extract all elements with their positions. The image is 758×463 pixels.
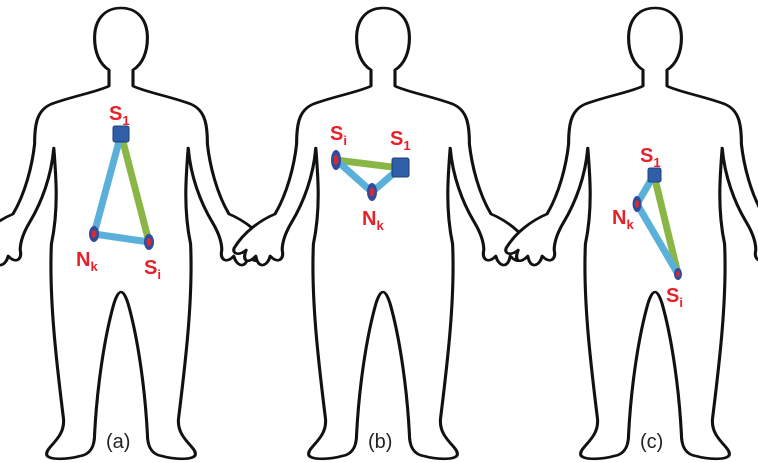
panel-b: S1 Si Nk (b) bbox=[234, 8, 533, 459]
sensor-s1 bbox=[392, 158, 409, 177]
sensor-s1 bbox=[648, 168, 661, 182]
sensor-si-center bbox=[676, 271, 680, 277]
panel-caption: (b) bbox=[368, 431, 392, 453]
node-nk-center bbox=[92, 230, 97, 238]
node-nk-center bbox=[370, 188, 375, 197]
sensor-si-center bbox=[334, 155, 339, 165]
human-body-outline bbox=[0, 8, 270, 459]
sensor-s1 bbox=[113, 126, 129, 142]
panel-a: S1 Nk Si (a) bbox=[0, 8, 270, 459]
human-body-outline bbox=[234, 8, 533, 459]
panel-c: S1 Nk Si (c) bbox=[506, 8, 758, 459]
panel-caption: (a) bbox=[106, 431, 130, 453]
sensor-si-center bbox=[147, 238, 152, 246]
node-nk-center bbox=[635, 200, 639, 208]
panel-caption: (c) bbox=[640, 431, 663, 453]
human-body-outline bbox=[506, 8, 758, 459]
